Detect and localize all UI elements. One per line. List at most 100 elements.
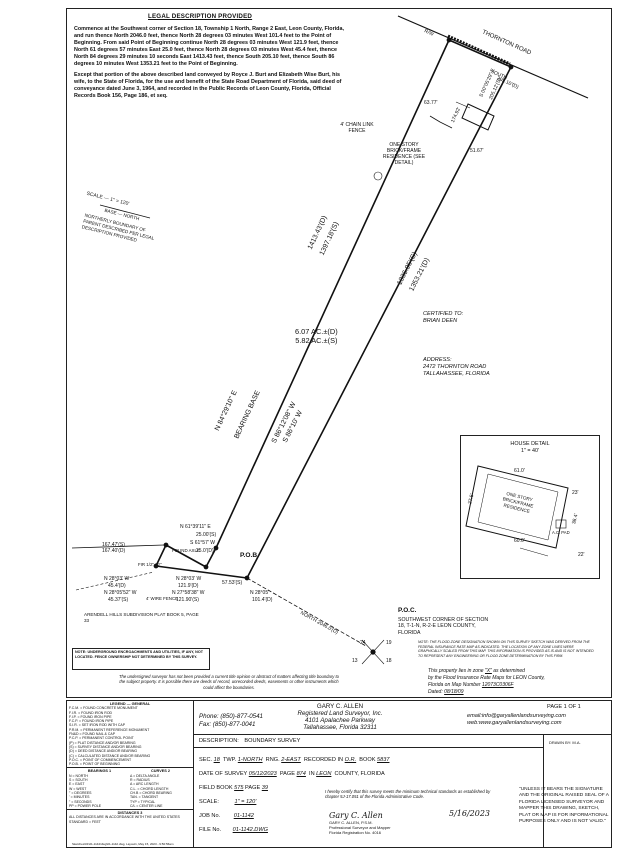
legend-item: P.C.P. = PERMANENT CONTROL POINT (69, 736, 134, 741)
fb-page-label: PAGE (245, 785, 261, 791)
book-value: 5837 (377, 757, 390, 763)
book-label: BOOK (359, 757, 376, 763)
course1-bearing: N 61°39'11" E (180, 524, 211, 530)
signer-title: Professional Surveyor and Mapper (329, 824, 391, 830)
legend-item: F.I.R. = FOUND IRON ROD (69, 710, 113, 715)
legend-item: TAN. = TANGENT (130, 795, 159, 800)
legend-general: LEGEND — GENERAL F.C.M. = FOUND CONCRETE… (67, 701, 193, 769)
flood-date-value: 08/18/09 (444, 689, 464, 695)
section-township-range: SEC. 18 TWP. 1-NORTH RNG. 2-EAST RECORDE… (199, 757, 389, 764)
sec-value: 18 (213, 757, 220, 763)
certified-name: BRIAN DEEN (423, 318, 458, 324)
legend-distances-title: DISTANCES 3 (117, 811, 143, 816)
pob-bearing: N 28°05' (250, 590, 270, 596)
legend-item: (S) = SURVEY DISTANCE AND/OR BEARING (69, 744, 142, 749)
firm-phone: Phone: (850)-877-0541 (199, 713, 263, 720)
signature-date: 5/16/2023 (449, 809, 491, 818)
flood-map-number: 12073C0306F (481, 682, 514, 688)
fir-label: FIR 1/2" #2" (138, 562, 162, 567)
legend: LEGEND — GENERAL F.C.M. = FOUND CONCRETE… (67, 701, 194, 847)
legend-item: F.C.M. = FOUND CONCRETE MONUMENT (69, 706, 138, 711)
legend-item: S = SOUTH (69, 778, 88, 783)
certified-block: CERTIFIED TO: BRIAN DEEN (423, 311, 463, 325)
county-value: LEON (316, 771, 332, 777)
subdivision-line (71, 544, 165, 549)
parcel-west-line-3 (155, 544, 167, 567)
legend-curves-title: CURVES 2 (151, 769, 170, 774)
legend-item: (D) = DEED DISTANCE AND/OR BEARING (69, 749, 138, 754)
wire-fence-label: 4' WIRE FENCE (146, 596, 179, 601)
ac-pad-label: A.C. PAD (552, 530, 570, 535)
job-value: 01-1142 (233, 813, 254, 819)
firm-name: GARY C. ALLEN (316, 703, 364, 710)
house-detail-title: HOUSE DETAIL 1" = 40' (461, 441, 599, 455)
scale-label: SCALE: (199, 799, 219, 805)
recorded-value: O.R. (344, 757, 357, 763)
road-hatch (447, 34, 511, 66)
surveyor-certification: I hereby certify that this survey meets … (325, 789, 491, 800)
file-label: FILE No. (199, 827, 222, 833)
legend-item: C/L = CENTER LINE (130, 803, 163, 808)
address-line2: TALLAHASSEE, FLORIDA (423, 371, 490, 377)
legend-item: F.C.P. = FOUND IRON PIPE (69, 719, 114, 724)
legend-item: ' = MINUTES (69, 795, 90, 800)
acreage-deed: 6.07 AC.±(D) (295, 327, 338, 336)
date-label: DATE OF SURVEY (199, 771, 248, 777)
firm-fax: Fax: (850)-877-0041 (199, 721, 256, 728)
parcel-north-line (215, 39, 450, 549)
section-corner-marker (370, 649, 376, 655)
title-block: LEGEND — GENERAL F.C.M. = FOUND CONCRETE… (66, 700, 612, 848)
rng-label: RNG. (265, 757, 280, 763)
subdivision-label: ARENDELL HILLS SUBDIVISION PLAT BOOK 5, … (84, 612, 199, 623)
scale-value: 1" = 120' (234, 799, 257, 805)
poc-tie-line (246, 577, 367, 647)
legal-paragraph-1: Commence at the Southwest corner of Sect… (74, 26, 344, 67)
fieldbook-label: FIELD BOOK (199, 785, 233, 791)
address-label: ADDRESS: (423, 357, 452, 363)
residence-label: ONE STORY BRICK/FRAME RESIDENCE (SEE DET… (382, 142, 426, 166)
sec-label: SEC. (199, 757, 213, 763)
found-axle-label: FOUND AXLE (172, 548, 200, 553)
firm-contact-left: Phone: (850)-877-0541 Fax: (850)-877-004… (199, 713, 263, 729)
parcel-south-line (246, 66, 512, 579)
legend-item: P.R.M. = PERMANENT REFERENCE MONUMENT (69, 727, 150, 732)
pob-label: P.O.B. (240, 552, 259, 559)
chainlink-fence-line (429, 115, 453, 129)
house-dim-6: 23' (572, 490, 579, 496)
flood-zone-value: "X" (484, 668, 492, 674)
survey-plan-frame (66, 8, 612, 698)
parcel-east-line (448, 39, 512, 68)
chain-link-fence-label: 4' CHAIN LINK FENCE (340, 122, 374, 134)
legal-description: Commence at the Southwest corner of Sect… (74, 26, 346, 105)
mid-bearing-survey: N 27°58'38" W (172, 590, 205, 596)
firm-email: email:info@garyallenlandsurveying.com (467, 713, 566, 719)
mid-dist-survey: 121.90'(S) (176, 597, 199, 603)
legal-paragraph-2: Except that portion of the above describ… (74, 72, 342, 100)
house-dim-5: 22' (578, 552, 585, 558)
rng-value: 2-EAST (281, 757, 301, 763)
west-dist-survey: 167.47'(S) (102, 542, 125, 548)
parcel-west-line-1 (205, 547, 217, 568)
twp-label: TWP. (222, 757, 237, 763)
flood-zone-block: This property lies in zone "X" as determ… (428, 668, 545, 696)
address-line1: 2472 THORNTON ROAD (423, 364, 487, 370)
course1-bearing-deed: S 61°57' W (190, 540, 215, 546)
firm-line3: 4101 Apalachee Parkway (305, 717, 375, 724)
course1-dist-survey: 25.00'(S) (196, 532, 217, 538)
residence-footprint (461, 103, 495, 131)
page-label: PAGE (279, 771, 295, 777)
description-label: DESCRIPTION: (199, 738, 239, 744)
dist-51-67: 51.67' (470, 148, 484, 154)
firm-line2: Registered Land Surveyor, Inc. (297, 710, 383, 717)
certified-label: CERTIFIED TO: (423, 311, 464, 317)
dist-63-77: 63.77' (424, 100, 438, 106)
acreage-survey: 5.82 AC.±(S) (295, 336, 338, 345)
west-jog-bearing-survey: N 28°05'52" W (104, 590, 137, 596)
poc-label: P.O.C. (398, 607, 417, 614)
ac-pad (555, 519, 567, 529)
